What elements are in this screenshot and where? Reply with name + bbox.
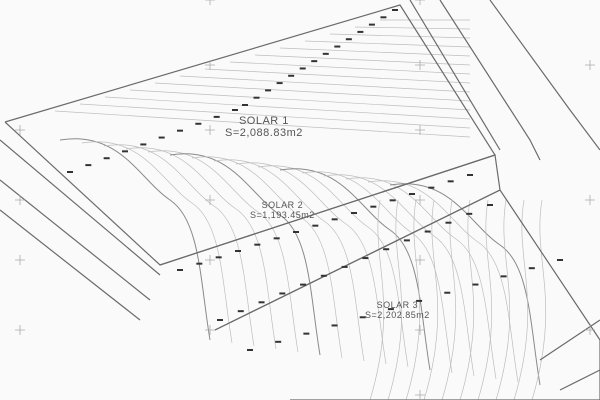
contour-line [329, 33, 471, 39]
lot-name: SOLAR 3 [376, 300, 419, 310]
contour-line [229, 61, 471, 75]
grid-cross [205, 195, 215, 205]
contour-line [257, 165, 409, 368]
contour-line [103, 144, 255, 347]
grid-cross [415, 0, 425, 5]
lot-name: SOLAR 1 [238, 115, 289, 127]
contour-line [104, 96, 471, 120]
contour-line [254, 54, 471, 66]
lot-area: S=2,202.85m2 [365, 310, 430, 320]
grid-cross [415, 125, 425, 135]
contour-line [531, 199, 547, 400]
grid-cross [15, 125, 25, 135]
grid-cross [205, 0, 215, 5]
road-edge-right-3 [489, 0, 600, 151]
grid-cross [585, 195, 595, 205]
grid-cross [15, 255, 25, 265]
grid-cross [205, 60, 215, 70]
contour-lines [54, 19, 547, 400]
road-edge-left-2 [0, 179, 151, 301]
contour-line [79, 103, 471, 129]
lot-area: S=1,193.45m2 [250, 210, 315, 220]
contour-line [354, 26, 471, 30]
contour-line [513, 199, 529, 400]
contour-line [154, 82, 471, 102]
contour-line [323, 174, 475, 377]
contour-line [423, 199, 439, 400]
grid-cross [585, 60, 595, 70]
contour-line [459, 199, 475, 400]
contour-line [59, 138, 211, 341]
solar-3-boundary [214, 189, 600, 400]
contour-line [54, 110, 471, 138]
contour-line [495, 199, 511, 400]
lot-area: S=2,088.83m2 [225, 127, 303, 139]
contour-line [179, 75, 471, 93]
contour-line [169, 153, 321, 356]
lot-label-solar-1: SOLAR 1 S=2,088.83m2 [225, 115, 303, 139]
contour-line [125, 147, 277, 350]
road-edge-bottom-2 [559, 369, 600, 391]
grid-cross [205, 125, 215, 135]
road-edge-left [0, 139, 161, 276]
road-edge-left-3 [0, 209, 141, 321]
grid-cross [15, 195, 25, 205]
lot-label-solar-2: SOLAR 2 S=1,193.45m2 [250, 200, 315, 220]
road-edge-right [409, 0, 501, 151]
contour-line [369, 199, 385, 400]
contour-line [345, 177, 497, 380]
grid-cross [415, 390, 425, 400]
contour-line [279, 168, 431, 371]
contour-line [235, 162, 387, 365]
grid-cross [415, 255, 425, 265]
grid-cross [205, 325, 215, 335]
contour-line [213, 159, 365, 362]
grid-cross [415, 195, 425, 205]
contour-line [389, 183, 541, 386]
contour-line [387, 199, 403, 400]
grid-cross [415, 60, 425, 70]
grid-cross [415, 325, 425, 335]
grid-cross [15, 325, 25, 335]
grid-cross [585, 325, 595, 335]
road-edge-bottom [539, 319, 600, 361]
lot-label-solar-3: SOLAR 3 S=2,202.85m2 [365, 300, 430, 320]
contour-line [204, 68, 471, 84]
grid-cross [205, 255, 215, 265]
contour-line [147, 150, 299, 353]
road-edge-right-2 [439, 0, 541, 161]
contour-line [441, 199, 457, 400]
contour-line [301, 171, 453, 374]
contour-line [279, 47, 471, 57]
grid-crosses [15, 0, 595, 400]
contour-line [191, 156, 343, 359]
lot-name: SOLAR 2 [261, 200, 304, 210]
contour-line [304, 40, 471, 48]
contour-line [81, 141, 233, 344]
contour-line [367, 180, 519, 383]
contour-line [477, 199, 493, 400]
contour-line [405, 199, 421, 400]
contour-line [129, 89, 471, 111]
slope-marks [67, 9, 563, 351]
